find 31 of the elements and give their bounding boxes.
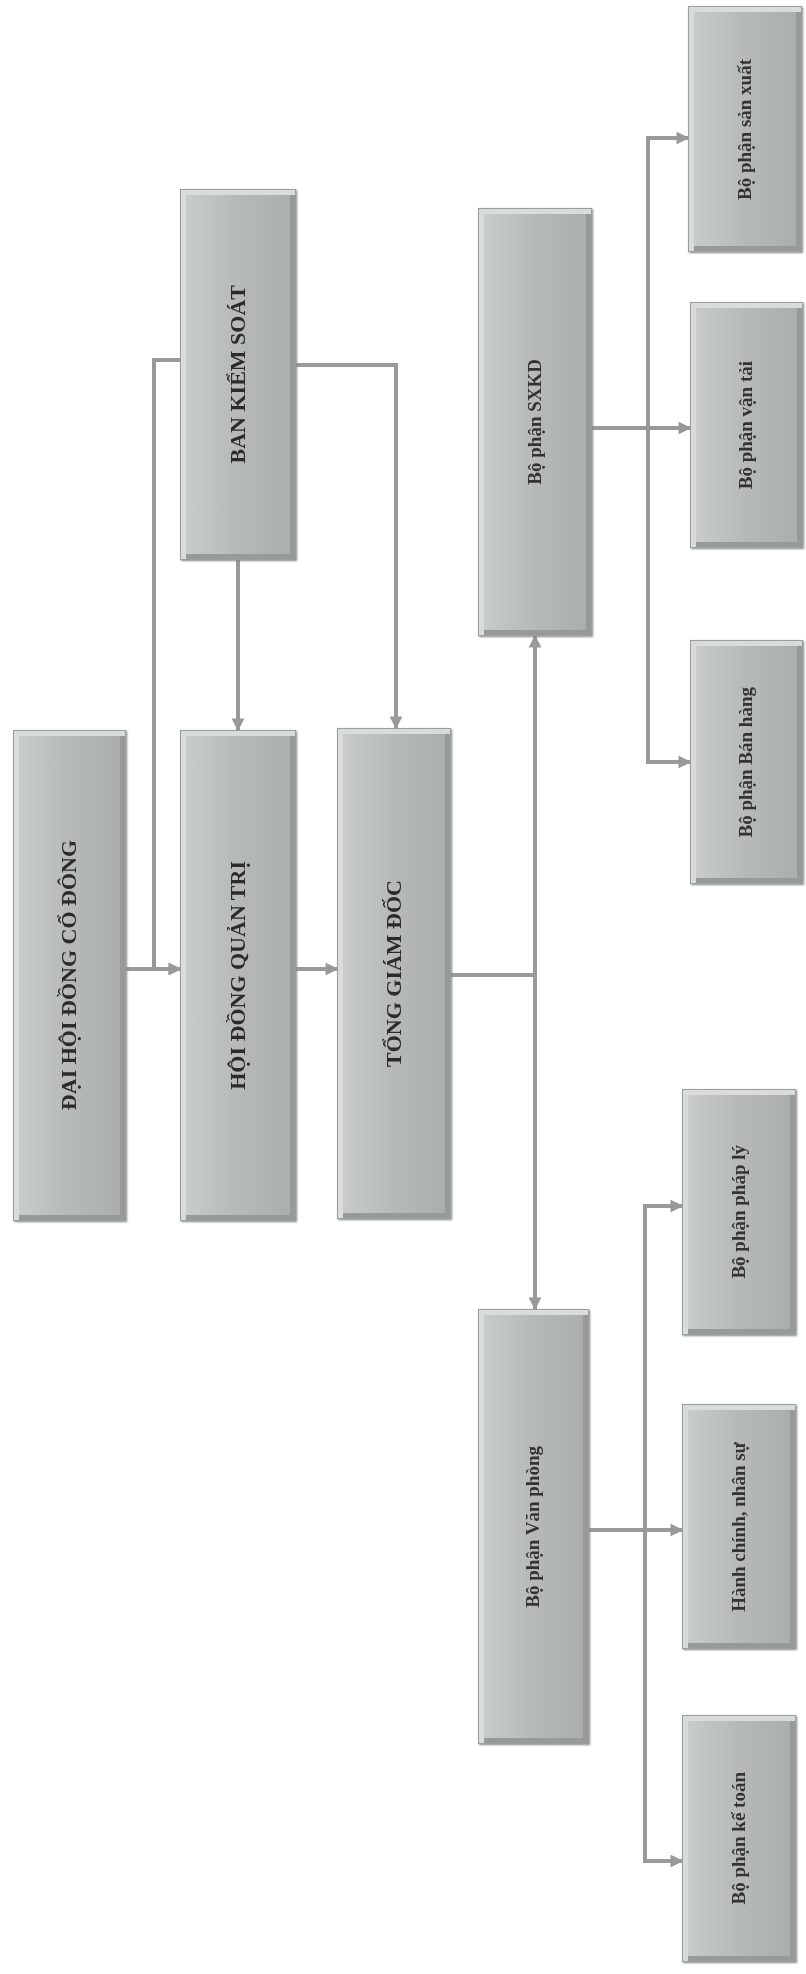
- connector-arrow: [296, 962, 339, 976]
- connector-arrow: [592, 426, 692, 769]
- org-box: [682, 1404, 796, 1649]
- org-box: [682, 1089, 796, 1335]
- org-box: [180, 730, 296, 1221]
- org-box: [682, 1715, 796, 1962]
- unit-label: TỔNG GIÁM ĐỐC: [380, 880, 407, 1067]
- unit-label: Bộ phận vận tải: [735, 360, 758, 490]
- unit-label: Bộ phận Bán hàng: [735, 686, 758, 838]
- unit-label: BAN KIỂM SOÁT: [224, 285, 251, 464]
- connector-arrow: [451, 973, 542, 1311]
- org-box: [688, 6, 802, 252]
- connector-arrow: [152, 358, 182, 976]
- unit-label: HỘI ĐỒNG QUẢN TRỊ: [224, 861, 251, 1090]
- unit-label: Bộ phận SXKD: [523, 359, 546, 485]
- org-box: [13, 730, 126, 1221]
- unit-label: Bộ phận kế toán: [727, 1772, 750, 1905]
- org-box: [478, 208, 592, 636]
- org-box: [690, 640, 803, 884]
- unit-label: Bộ phận sản xuất: [733, 58, 756, 200]
- unit-label: Bộ phận Văn phòng: [522, 1445, 545, 1608]
- connector-arrow: [589, 1528, 684, 1868]
- unit-label: Hành chính, nhân sự: [727, 1441, 750, 1612]
- connector-arrow: [231, 560, 245, 732]
- org-box: [180, 189, 296, 560]
- unit-label: Bộ phận pháp lý: [727, 1145, 750, 1279]
- org-box: [478, 1309, 589, 1744]
- connector-arrow: [296, 363, 403, 730]
- unit-label: ĐẠI HỘI ĐỒNG CỔ ĐÔNG: [56, 840, 83, 1111]
- org-box: [337, 728, 451, 1219]
- org-box: [690, 302, 803, 548]
